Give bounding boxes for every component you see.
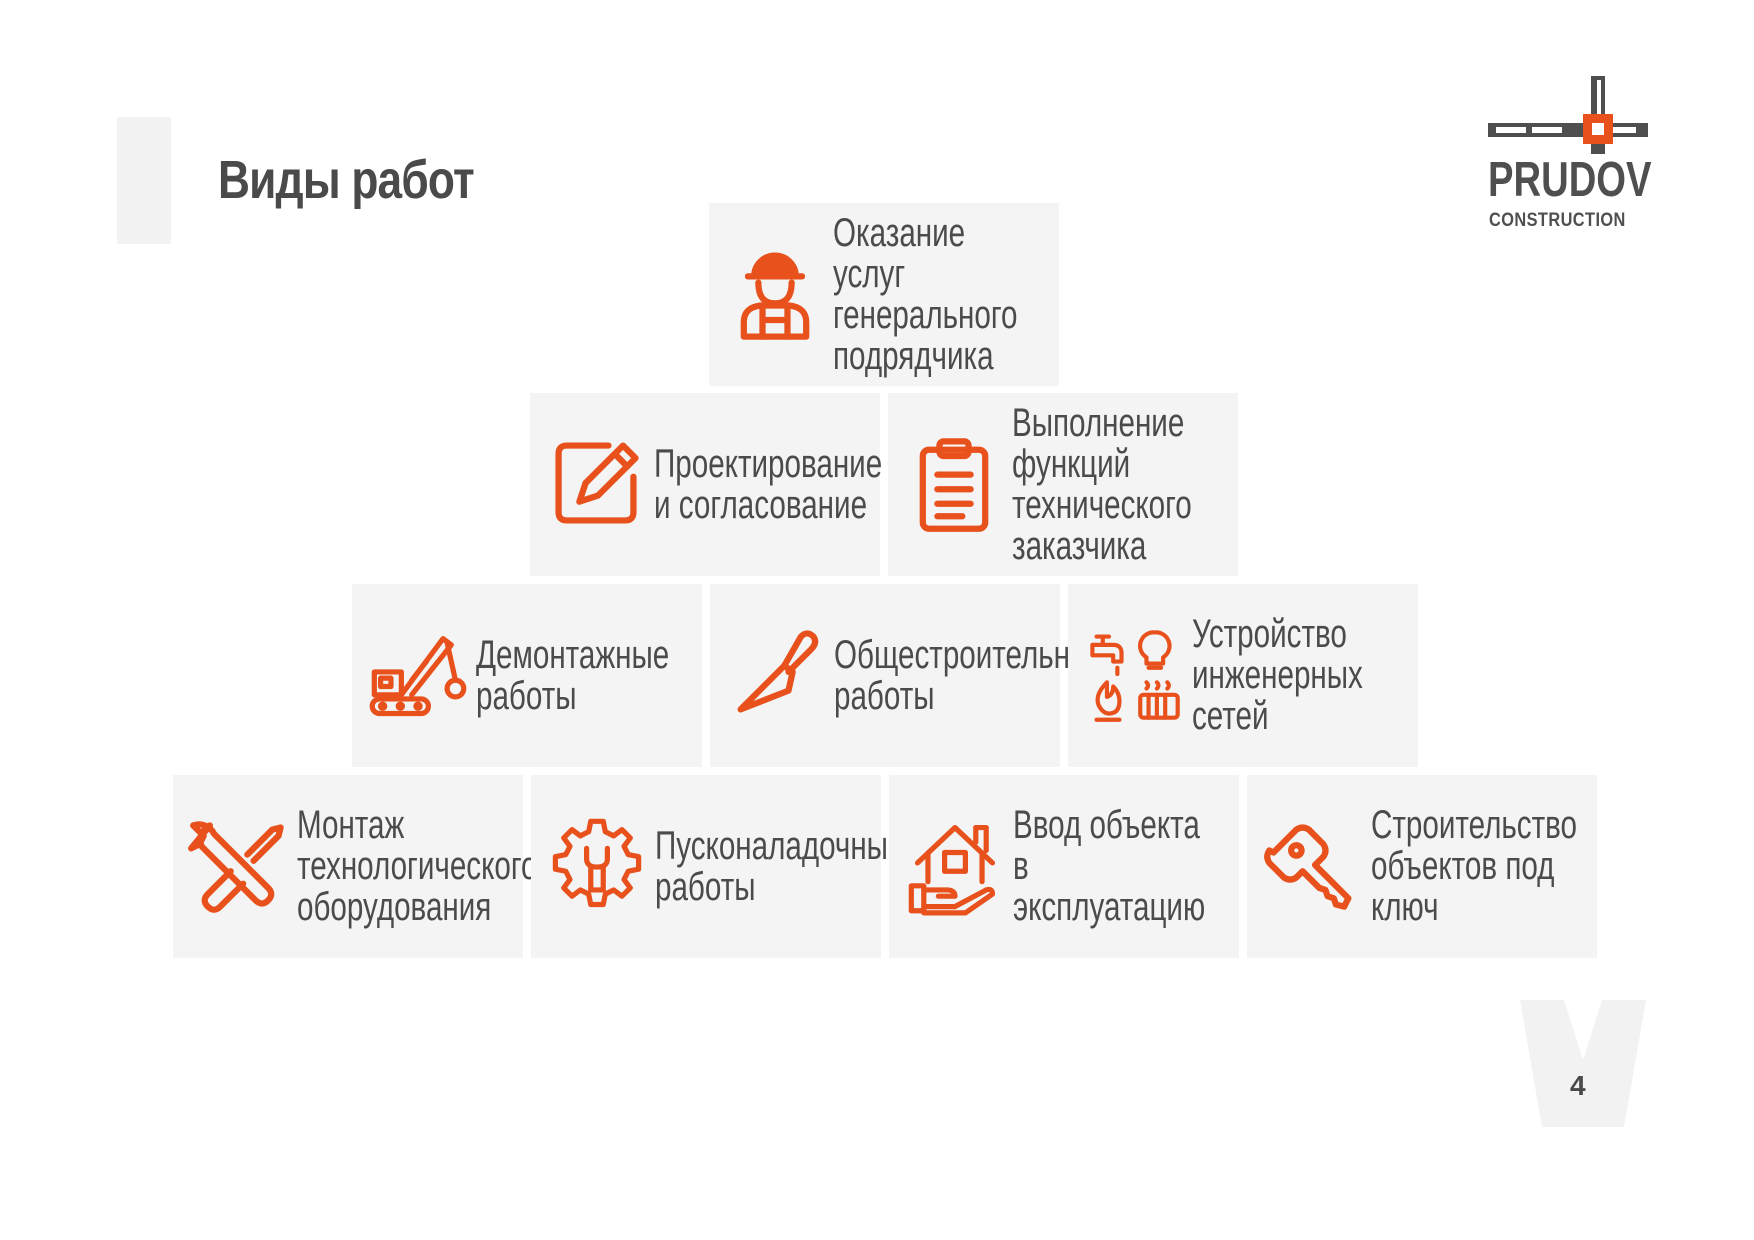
service-card-commissioning-object: Ввод объекта в эксплуатацию [889, 775, 1239, 958]
service-card-equipment-installation: Монтаж технологического оборудования [173, 775, 538, 958]
key-icon [1261, 813, 1365, 917]
service-label: Общестроительные работы [834, 632, 1108, 718]
left-decor-bar [117, 117, 171, 244]
trowel-icon [724, 622, 828, 726]
service-label: Оказание услуг генерального подрядчика [833, 210, 1018, 378]
service-label: Ввод объекта в эксплуатацию [1013, 803, 1206, 929]
tools-icon [187, 813, 291, 917]
service-label: Устройство инженерных сетей [1192, 612, 1363, 738]
page-number: 4 [1570, 1070, 1586, 1101]
logo-wordmark: PRUDOV [1488, 153, 1652, 207]
service-label: Строительство объектов под ключ [1371, 803, 1578, 929]
gear-wrench-icon [545, 813, 649, 917]
service-card-demolition: Демонтажные работы [352, 584, 702, 767]
edit-icon [544, 431, 648, 535]
service-label: Монтаж технологического оборудования [297, 803, 538, 929]
service-card-design: Проектирование и согласование [530, 393, 883, 576]
service-card-commissioning: Пусконаладочные работы [531, 775, 905, 958]
service-card-turnkey: Строительство объектов под ключ [1247, 775, 1597, 958]
service-label: Проектирование и согласование [654, 441, 883, 527]
clipboard-icon [902, 431, 1006, 535]
service-label: Демонтажные работы [476, 632, 670, 718]
crane-wrecking-ball-icon [366, 622, 470, 726]
logo-subtitle: CONSTRUCTION [1489, 210, 1626, 231]
company-logo: PRUDOV CONSTRUCTION [1488, 74, 1652, 234]
worker-icon [723, 241, 827, 345]
service-card-general-contractor: Оказание услуг генерального подрядчика [709, 203, 1059, 386]
service-label: Выполнение функций технического заказчик… [1012, 400, 1192, 568]
service-card-engineering-networks: Устройство инженерных сетей [1068, 584, 1418, 767]
service-card-technical-customer: Выполнение функций технического заказчик… [888, 393, 1238, 576]
page-title: Виды работ [218, 150, 475, 210]
service-label: Пусконаладочные работы [655, 823, 905, 909]
utilities-icon [1082, 622, 1186, 726]
service-card-general-construction: Общестроительные работы [710, 584, 1108, 767]
house-hand-icon [903, 813, 1007, 917]
corner-decor-v [1520, 1000, 1646, 1127]
